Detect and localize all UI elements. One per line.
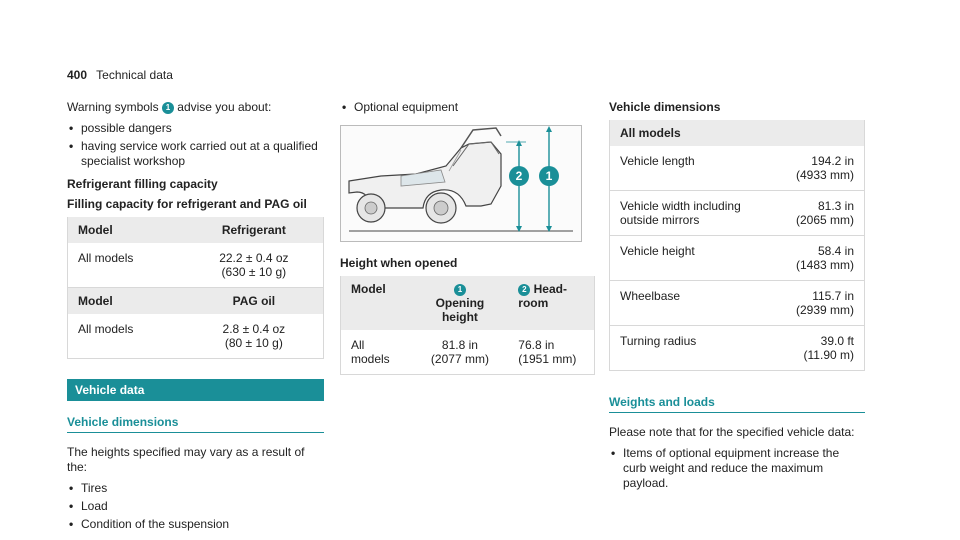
weights-list: Items of optional equipment increase the…: [609, 446, 865, 491]
filling-heading: Filling capacity for refrigerant and PAG…: [67, 197, 307, 211]
table-cell: 2.8 ± 0.4 oz (80 ± 10 g): [184, 314, 324, 359]
vehicle-height-figure: 2 1: [340, 125, 582, 242]
warning-badge: 1: [161, 101, 174, 114]
height-opened-table: Model 1 Opening height 2 Head-room All m…: [340, 276, 595, 375]
table-cell: 22.2 ± 0.4 oz (630 ± 10 g): [184, 243, 324, 288]
page-number: 400: [67, 68, 88, 82]
list-item: Optional equipment: [340, 100, 595, 115]
refrigerant-heading: Refrigerant filling capacity: [67, 177, 218, 191]
vehicle-dimensions-heading-right: Vehicle dimensions: [609, 100, 721, 114]
list-item: Items of optional equipment increase the…: [609, 446, 865, 491]
heights-text: The heights specified may vary as a resu…: [67, 445, 305, 474]
table-cell: Wheelbase: [609, 280, 786, 326]
table-cell: 115.7 in(2939 mm): [785, 280, 865, 326]
table-cell: All models: [67, 243, 185, 288]
table-cell: 81.8 in (2077 mm): [411, 330, 509, 375]
list-item: possible dangers: [67, 121, 324, 136]
refrigerant-table: Model Refrigerant All models 22.2 ± 0.4 …: [67, 217, 324, 359]
table-cell: 76.8 in (1951 mm): [508, 330, 595, 375]
table-row: Vehicle height 58.4 in(1483 mm): [609, 235, 865, 281]
table-row: All models 81.8 in (2077 mm) 76.8 in (19…: [340, 330, 595, 375]
table-header: PAG oil: [184, 287, 324, 314]
table-header: Model: [67, 217, 185, 243]
table-header: All models: [609, 120, 865, 146]
list-item: having service work carried out at a qua…: [67, 139, 324, 169]
table-header: Model: [340, 276, 412, 330]
column-left: Warning symbols 1 advise you about: poss…: [67, 100, 324, 540]
badge-1: 1: [453, 283, 466, 296]
list-item: Condition of the suspension: [67, 517, 324, 532]
list-item: Load: [67, 499, 324, 514]
table-row: Turning radius 39.0 ft(11.90 m): [609, 325, 865, 371]
table-cell: All models: [67, 314, 185, 359]
heights-list: Tires Load Condition of the suspension: [67, 481, 324, 532]
vehicle-dimensions-table: All models Vehicle length 194.2 in(4933 …: [609, 120, 865, 371]
figure-badge-2: 2: [516, 169, 523, 183]
table-header: Model: [67, 287, 185, 314]
table-cell: Vehicle width including outside mirrors: [609, 190, 786, 236]
list-item: Tires: [67, 481, 324, 496]
warning-text: Warning symbols 1 advise you about:: [67, 100, 272, 114]
page-title: Technical data: [96, 68, 173, 82]
warning-list: possible dangers having service work car…: [67, 121, 324, 169]
table-header: 2 Head-room: [508, 276, 595, 330]
optional-list: Optional equipment: [340, 100, 595, 115]
table-row: Wheelbase 115.7 in(2939 mm): [609, 280, 865, 326]
table-header: Refrigerant: [184, 217, 324, 243]
vehicle-data-bar: Vehicle data: [67, 379, 324, 401]
table-row: All models 2.8 ± 0.4 oz (80 ± 10 g): [67, 314, 324, 359]
table-cell: Vehicle length: [609, 146, 786, 191]
vehicle-dimensions-heading: Vehicle dimensions: [67, 415, 324, 433]
weights-text: Please note that for the specified vehic…: [609, 425, 855, 439]
table-cell: 81.3 in(2065 mm): [785, 190, 865, 236]
badge-2: 2: [518, 283, 531, 296]
table-cell: 39.0 ft(11.90 m): [785, 325, 865, 371]
column-right: Vehicle dimensions All models Vehicle le…: [609, 100, 865, 499]
table-row: All models 22.2 ± 0.4 oz (630 ± 10 g): [67, 243, 324, 288]
table-cell: Turning radius: [609, 325, 786, 371]
table-cell: Vehicle height: [609, 235, 786, 281]
figure-badge-1: 1: [546, 169, 553, 183]
table-header: 1 Opening height: [411, 276, 509, 330]
table-cell: 58.4 in(1483 mm): [785, 235, 865, 281]
page-header: 400 Technical data: [67, 68, 173, 82]
table-row: Vehicle width including outside mirrors …: [609, 190, 865, 236]
table-row: Vehicle length 194.2 in(4933 mm): [609, 146, 865, 191]
table-cell: All models: [340, 330, 412, 375]
table-cell: 194.2 in(4933 mm): [785, 146, 865, 191]
height-opened-heading: Height when opened: [340, 256, 458, 270]
car-rear-open-illustration: 2 1: [348, 126, 573, 232]
weights-heading: Weights and loads: [609, 395, 865, 413]
column-middle: Optional equipment 2 1 Height when: [340, 100, 595, 375]
